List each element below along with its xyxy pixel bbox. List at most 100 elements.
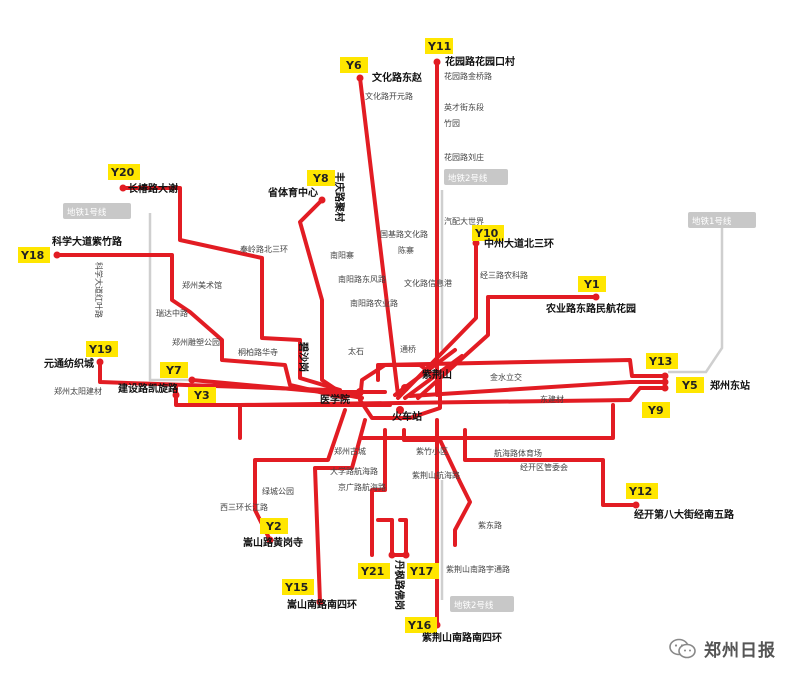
route-y18-path[interactable]: [55, 253, 347, 400]
brand-name: 郑州日报: [704, 641, 776, 661]
stop-zijing-nanyu: 紫荆山南路宇通路: [446, 564, 510, 574]
y1-terminal-dot[interactable]: [592, 293, 600, 301]
stop-labels: 花园路金桥路 文化路开元路 英才街东段 竹园 花园路刘庄 汽配大世界 国基路文化…: [54, 71, 568, 574]
route-y5-path[interactable]: [408, 380, 667, 398]
tag-y20-box[interactable]: [108, 164, 140, 180]
route-y8-path[interactable]: [298, 198, 387, 394]
y11-terminal-dot[interactable]: [433, 58, 441, 66]
route-y21-branch-path[interactable]: [376, 518, 408, 557]
y3-terminal-dot[interactable]: [172, 391, 180, 399]
stop-tongbo-huasi: 桐柏路华寺: [238, 347, 278, 357]
y20-terminal-dot[interactable]: [119, 184, 127, 192]
tag-y6-box[interactable]: [340, 57, 368, 73]
stop-zhengzhou-diaosu: 郑州雕塑公园: [172, 337, 220, 347]
tag-y2-box[interactable]: [260, 518, 288, 534]
tag-y17-box[interactable]: [407, 563, 439, 579]
route-y7-path[interactable]: [190, 378, 364, 400]
stop-zidong-lu: 紫东路: [478, 520, 502, 530]
tag-y13-box[interactable]: [646, 353, 678, 369]
terminal-y21: 丹枫路佛岗: [393, 560, 406, 610]
tag-y10-box[interactable]: [472, 225, 504, 241]
tag-y5-box[interactable]: [676, 377, 704, 393]
tag-y3: Y3: [193, 389, 210, 402]
y2-terminal-dot[interactable]: [266, 536, 274, 544]
route-y9-loop-path[interactable]: [360, 403, 615, 440]
route-y20-path[interactable]: [121, 186, 342, 392]
y9-terminal-dot[interactable]: [661, 384, 669, 392]
route-y1-path[interactable]: [416, 295, 598, 400]
tag-y16: Y16: [407, 619, 432, 632]
stop-nanyang-dongfeng: 南阳路东风路: [338, 274, 386, 284]
y10-terminal-dot[interactable]: [472, 239, 480, 247]
stop-wenhua-jingguang: 文化路信息港: [404, 278, 452, 288]
tag-y19: Y19: [88, 343, 112, 356]
hub-yixueyuan: 医学院: [320, 393, 350, 406]
y5-terminal-dot[interactable]: [661, 378, 669, 386]
huochezhan-hub-dot[interactable]: [396, 406, 404, 414]
vertical-labels: 科学大道红叶路 丰庆路聚村 碧沙岗 丹枫路佛岗: [94, 172, 406, 610]
route-y9-path[interactable]: [238, 386, 667, 440]
y21-terminal-dot-a[interactable]: [388, 551, 396, 559]
tag-y7: Y7: [165, 364, 182, 377]
y12-terminal-dot[interactable]: [632, 501, 640, 509]
tag-y6: Y6: [345, 59, 362, 72]
yixueyuan-hub-dot[interactable]: [356, 388, 364, 396]
stop-huayuan-liuzhuang: 花园路刘庄: [444, 152, 484, 162]
y21-terminal-dot-b[interactable]: [402, 551, 410, 559]
tag-y5: Y5: [681, 379, 698, 392]
tag-y21-box[interactable]: [358, 563, 390, 579]
stop-zhengzhou-taiyang-jiancai: 郑州太阳建材: [54, 386, 102, 396]
y7-terminal-dot[interactable]: [188, 376, 196, 384]
terminal-y5: 郑州东站: [710, 379, 750, 392]
tag-y21: Y21: [360, 565, 384, 578]
stop-huayuanlu-jinqiao: 花园路金桥路: [444, 71, 492, 81]
route-tags: Y11 Y6 Y20 Y8 Y10 Y18 Y1 Y19 Y13 Y7 Y5 Y…: [18, 38, 704, 633]
stop-jingguang-hanghai: 京广路航海路: [338, 482, 386, 492]
zijingshan-hub-dot[interactable]: [401, 384, 409, 392]
metro-line2-north-badge: [444, 169, 508, 185]
stop-zhengzhou-guchengshi: 郑州古城: [334, 446, 366, 456]
stop-daxue-hanghai: 大学路航海路: [330, 466, 378, 476]
terminal-y2: 嵩山路黄岗寺: [243, 536, 303, 549]
y6-terminal-dot[interactable]: [356, 74, 364, 82]
stop-qiche-dashijie: 汽配大世界: [444, 216, 484, 226]
route-y6-path[interactable]: [358, 76, 400, 397]
route-y19-path[interactable]: [98, 360, 362, 397]
stop-kexue-hongye: 科学大道红叶路: [94, 262, 104, 318]
metro-line2-north-label: 地铁2号线: [448, 173, 488, 184]
stop-zijingshan-hanghai: 紫荆山航海路: [412, 470, 460, 480]
metro-line2-south-badge: [450, 596, 514, 612]
route-y15-path[interactable]: [313, 418, 367, 604]
metro-line2-south-label: 地铁2号线: [454, 600, 494, 611]
y19-terminal-dot[interactable]: [96, 358, 104, 366]
tag-y9-box[interactable]: [642, 402, 670, 418]
y15-terminal-dot[interactable]: [316, 598, 324, 606]
tag-y11-box[interactable]: [425, 38, 453, 54]
y18-terminal-dot[interactable]: [53, 251, 61, 259]
stop-tongtong: 通桥: [400, 344, 416, 354]
stop-zizhuxiaoqu: 紫竹小区: [416, 446, 448, 456]
tag-y19-box[interactable]: [86, 341, 118, 357]
tag-y7-box[interactable]: [160, 362, 188, 378]
y13-terminal-dot[interactable]: [661, 372, 669, 380]
tag-y16-box[interactable]: [405, 617, 437, 633]
terminal-y18: 科学大道紫竹路: [52, 235, 123, 248]
route-y21-path[interactable]: [370, 428, 387, 557]
terminal-y6: 文化路东赵: [372, 71, 423, 84]
tag-y12-box[interactable]: [626, 483, 658, 499]
metro-line1-west-badge: [63, 203, 131, 219]
tag-y18-box[interactable]: [18, 247, 50, 263]
stop-jingsan-nongke: 经三路农科路: [480, 270, 528, 280]
terminal-y10: 中州大道北三环: [484, 237, 554, 250]
center-loop-path: [358, 363, 442, 420]
route-y17-path[interactable]: [402, 428, 472, 547]
tag-y15-box[interactable]: [282, 579, 314, 595]
tag-y18: Y18: [20, 249, 44, 262]
tag-y3-box[interactable]: [188, 387, 216, 403]
tag-y8-box[interactable]: [307, 170, 335, 186]
y8-terminal-dot[interactable]: [318, 196, 326, 204]
route-y12-path[interactable]: [463, 428, 638, 507]
tag-y1-box[interactable]: [578, 276, 606, 292]
stop-ruida-zhonglu: 瑞达中路: [156, 308, 188, 318]
terminal-y8: 省体育中心: [267, 186, 318, 199]
